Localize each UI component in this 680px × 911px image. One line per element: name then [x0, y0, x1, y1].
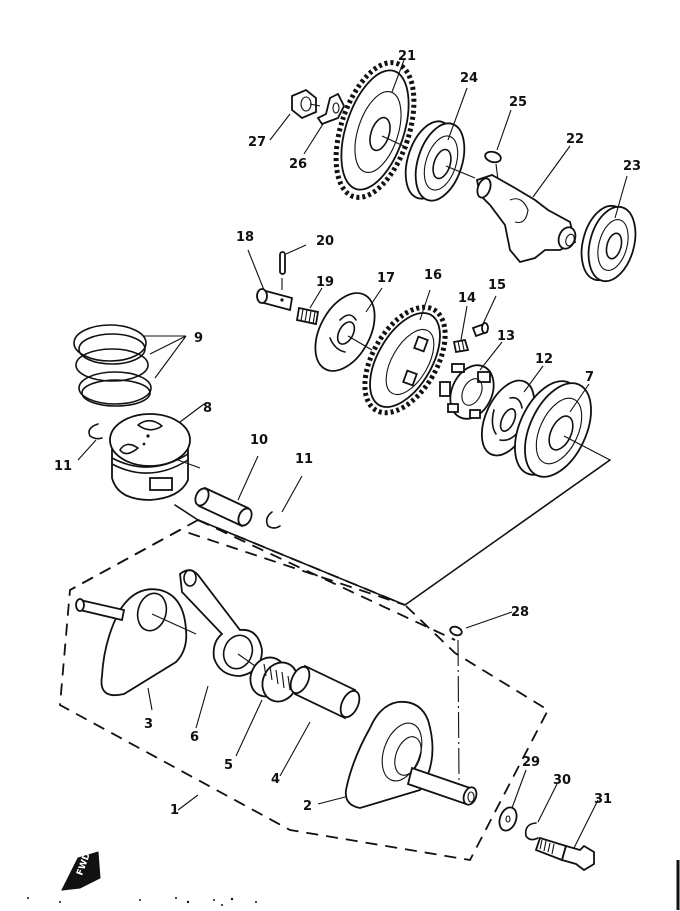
part-22-balancer-weight [475, 174, 577, 264]
callout-5: 5 [224, 758, 233, 773]
callout-28: 28 [511, 605, 529, 620]
callout-26: 26 [289, 157, 307, 172]
callout-4: 4 [271, 772, 280, 787]
part-3-crank-left [75, 588, 197, 697]
callout-3: 3 [144, 717, 153, 732]
callout-1: 1 [170, 803, 179, 818]
part-24-bearing [404, 120, 476, 202]
scan-artifacts [27, 897, 257, 906]
callout-6: 6 [190, 730, 199, 745]
part-26-lock-washer [316, 92, 346, 126]
part-29-washer [498, 806, 518, 832]
part-13-buffer-boss [439, 363, 495, 420]
part-28-straight-key [449, 625, 463, 783]
leader-lines [147, 59, 628, 849]
callout-22: 22 [566, 132, 584, 147]
callout-25: 25 [509, 95, 527, 110]
crankshaft-assembly-outline [59, 519, 550, 861]
callout-14: 14 [458, 291, 476, 306]
part-31-bolt [534, 836, 595, 872]
callout-9: 9 [194, 331, 203, 346]
part-17-plate [314, 292, 376, 372]
part-30-spring-washer [524, 822, 539, 841]
part-21-driven-gear [333, 60, 417, 200]
callout-19: 19 [316, 275, 334, 290]
callout-17: 17 [377, 271, 395, 286]
part-15-pin [471, 322, 489, 338]
part-6-connecting-rod [179, 569, 263, 677]
callout-11-right: 11 [295, 452, 313, 467]
callout-2: 2 [303, 799, 312, 814]
part-2-crank-right [344, 700, 478, 809]
callout-7: 7 [585, 370, 594, 385]
part-5-needle-bearing [249, 656, 299, 703]
part-11-clip-right [265, 511, 281, 529]
part-16-drive-gear [362, 304, 448, 416]
callout-21: 21 [398, 49, 416, 64]
assembly-bracket-line [174, 459, 611, 606]
callout-23: 23 [623, 159, 641, 174]
callout-10: 10 [250, 433, 268, 448]
part-9-piston-rings [73, 324, 187, 407]
callout-18: 18 [236, 230, 254, 245]
part-4-crank-pin [289, 664, 361, 720]
callout-27: 27 [248, 135, 266, 150]
part-27-nut [291, 88, 321, 120]
callout-labels: 1 2 3 4 5 6 7 8 9 10 11 11 12 13 14 15 1… [54, 49, 641, 818]
part-19-spring [295, 306, 320, 326]
part-10-piston-pin [194, 486, 253, 528]
part-23-bearing [580, 204, 637, 283]
callout-20: 20 [316, 234, 334, 249]
callout-12: 12 [535, 352, 553, 367]
callout-24: 24 [460, 71, 478, 86]
part-18-pin [256, 288, 294, 312]
part-8-piston [109, 413, 201, 501]
callout-13: 13 [497, 329, 515, 344]
part-11-clip-left [77, 423, 103, 461]
part-7-bearing [514, 380, 611, 478]
callout-31: 31 [594, 792, 612, 807]
callout-8: 8 [203, 401, 212, 416]
callout-15: 15 [488, 278, 506, 293]
callout-16: 16 [424, 268, 442, 283]
callout-11-left: 11 [54, 459, 72, 474]
part-20-pin [279, 251, 286, 290]
part-14-spring [452, 338, 470, 354]
forward-direction-marker: FWD [61, 851, 101, 891]
callout-30: 30 [553, 773, 571, 788]
callout-29: 29 [522, 755, 540, 770]
